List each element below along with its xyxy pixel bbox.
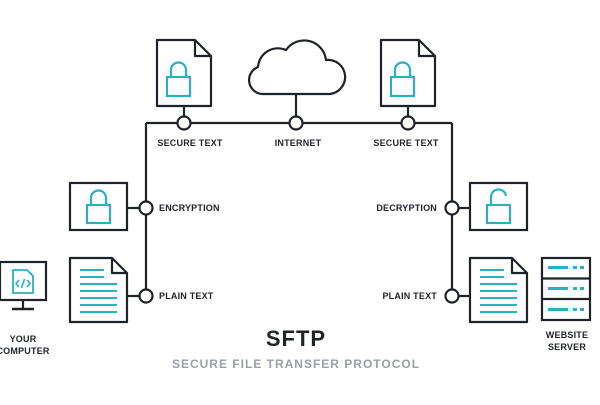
node-decryption: [444, 200, 460, 216]
server-rack-icon: [540, 256, 592, 322]
diagram-subtitle: SECURE FILE TRANSFER PROTOCOL: [171, 357, 421, 371]
locked-document-icon: [379, 38, 437, 108]
label-plain-text-left: PLAIN TEXT: [159, 291, 214, 301]
locked-document-icon: [155, 38, 213, 108]
label-internet: INTERNET: [274, 138, 322, 148]
label-secure-text-left: SECURE TEXT: [157, 138, 223, 148]
unlocked-padlock-icon: [468, 181, 529, 232]
text-document-icon: [68, 256, 129, 324]
node-internet: [288, 115, 304, 131]
code-monitor-icon: [0, 260, 48, 311]
node-secure-text-right: [400, 115, 416, 131]
label-website-server-line2: SERVER: [547, 342, 587, 352]
label-decryption: DECRYPTION: [376, 203, 437, 213]
node-plain-text-left: [138, 288, 154, 304]
label-secure-text-right: SECURE TEXT: [373, 138, 439, 148]
padlock-icon: [68, 181, 129, 232]
label-plain-text-right: PLAIN TEXT: [382, 291, 437, 301]
label-your-computer-line1: YOUR: [9, 334, 37, 344]
node-secure-text-left: [176, 115, 192, 131]
cloud-icon: [248, 39, 347, 96]
node-encryption: [138, 200, 154, 216]
node-plain-text-right: [444, 288, 460, 304]
label-your-computer-line2: COMPUTER: [0, 346, 50, 356]
diagram-title: SFTP: [265, 326, 327, 351]
text-document-icon: [468, 256, 529, 324]
label-website-server-line1: WEBSITE: [545, 330, 589, 340]
connection-nodes: [138, 115, 460, 304]
label-encryption: ENCRYPTION: [159, 203, 220, 213]
